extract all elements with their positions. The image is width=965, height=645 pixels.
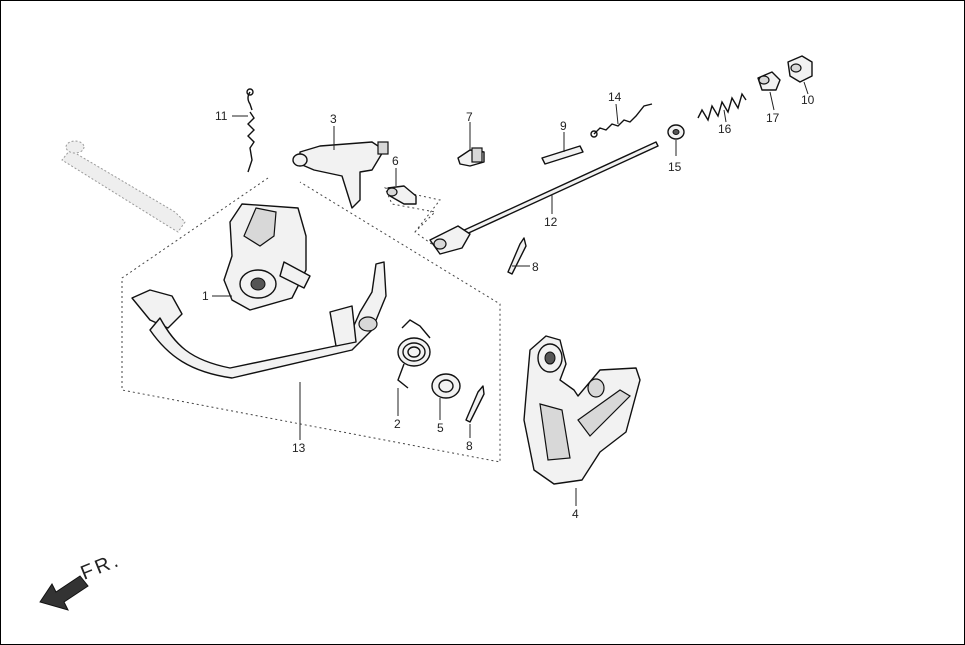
cap-10 <box>787 55 813 83</box>
label-part-4: 4 <box>572 507 579 521</box>
adjuster-spring-16 <box>697 92 747 122</box>
label-part-9: 9 <box>560 119 567 133</box>
large-bracket-4 <box>523 335 641 485</box>
pedal-bracket <box>223 203 311 311</box>
label-part-14: 14 <box>608 90 622 104</box>
washer-5 <box>431 373 461 399</box>
label-part-7: 7 <box>466 110 473 124</box>
label-part-10: 10 <box>801 93 815 107</box>
label-part-2: 2 <box>394 417 401 431</box>
torsion-spring-2 <box>397 319 431 389</box>
front-arrow-icon <box>39 575 89 611</box>
pin-9 <box>541 145 584 165</box>
assembly-boundary <box>121 177 501 463</box>
label-part-8-upper: 8 <box>532 260 539 274</box>
label-part-17: 17 <box>766 111 780 125</box>
front-direction-label: FR. <box>78 549 124 585</box>
label-part-15: 15 <box>668 160 682 174</box>
bolt-7 <box>457 147 485 167</box>
brake-rod-12 <box>429 141 659 255</box>
pin-6 <box>386 185 417 205</box>
label-part-16: 16 <box>718 122 732 136</box>
label-part-1: 1 <box>202 289 209 303</box>
brake-lever <box>292 141 389 209</box>
return-spring-11 <box>246 88 255 173</box>
leader-lines <box>212 81 809 506</box>
return-spring-14 <box>590 103 653 138</box>
label-part-5: 5 <box>437 421 444 435</box>
cotter-pin-8-upper <box>507 237 527 275</box>
label-part-6: 6 <box>392 154 399 168</box>
label-part-8-lower: 8 <box>466 439 473 453</box>
label-part-3: 3 <box>330 112 337 126</box>
ghost-tube <box>61 140 186 233</box>
linkage-boundary <box>384 187 441 251</box>
cotter-pin-8-lower <box>465 385 485 423</box>
adjuster-nut-17 <box>757 71 781 91</box>
brake-pedal-arm <box>131 261 387 379</box>
washer-15 <box>667 124 685 140</box>
label-part-13: 13 <box>292 441 306 455</box>
label-part-11: 11 <box>215 109 228 123</box>
label-part-12: 12 <box>544 215 558 229</box>
